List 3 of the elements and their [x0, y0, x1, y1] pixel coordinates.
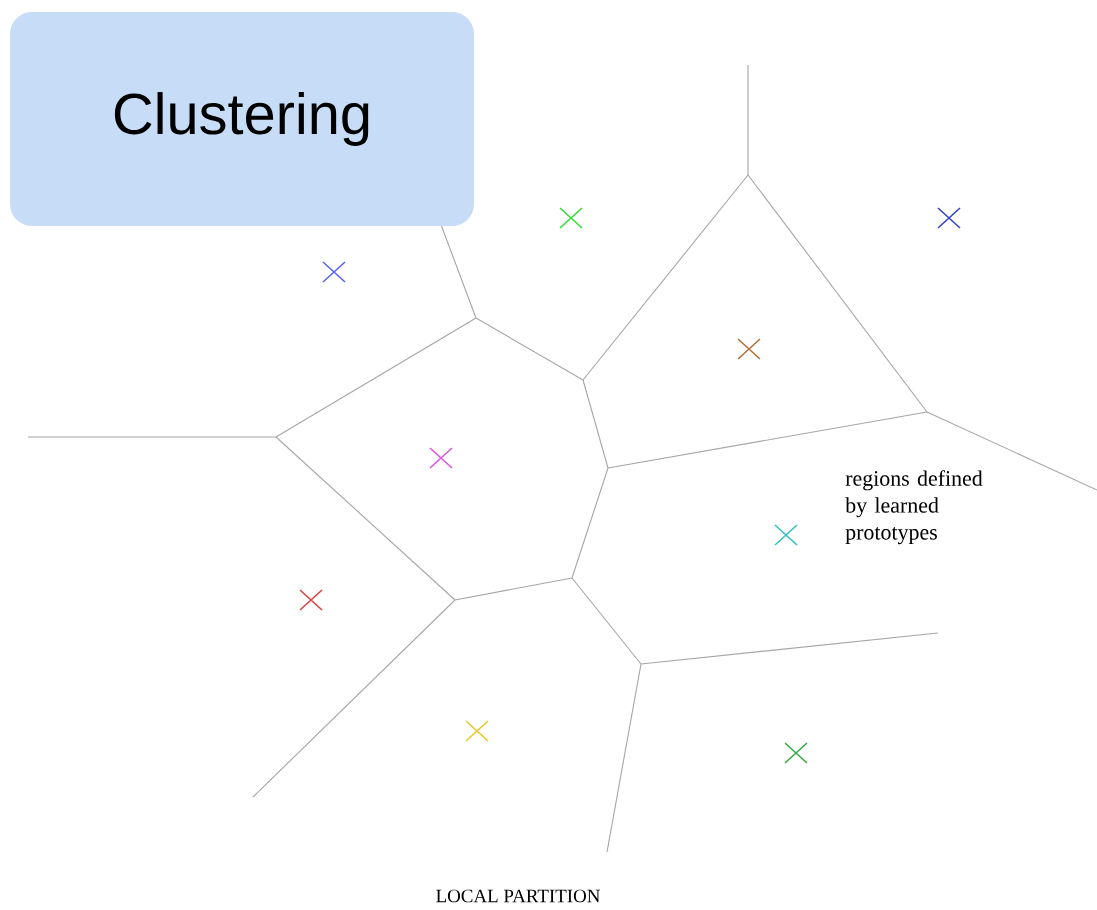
title-box: Clustering [10, 12, 474, 226]
caption: LOCAL PARTITION [436, 889, 600, 903]
annotation-text: regions defined by learned prototypes [845, 470, 983, 545]
